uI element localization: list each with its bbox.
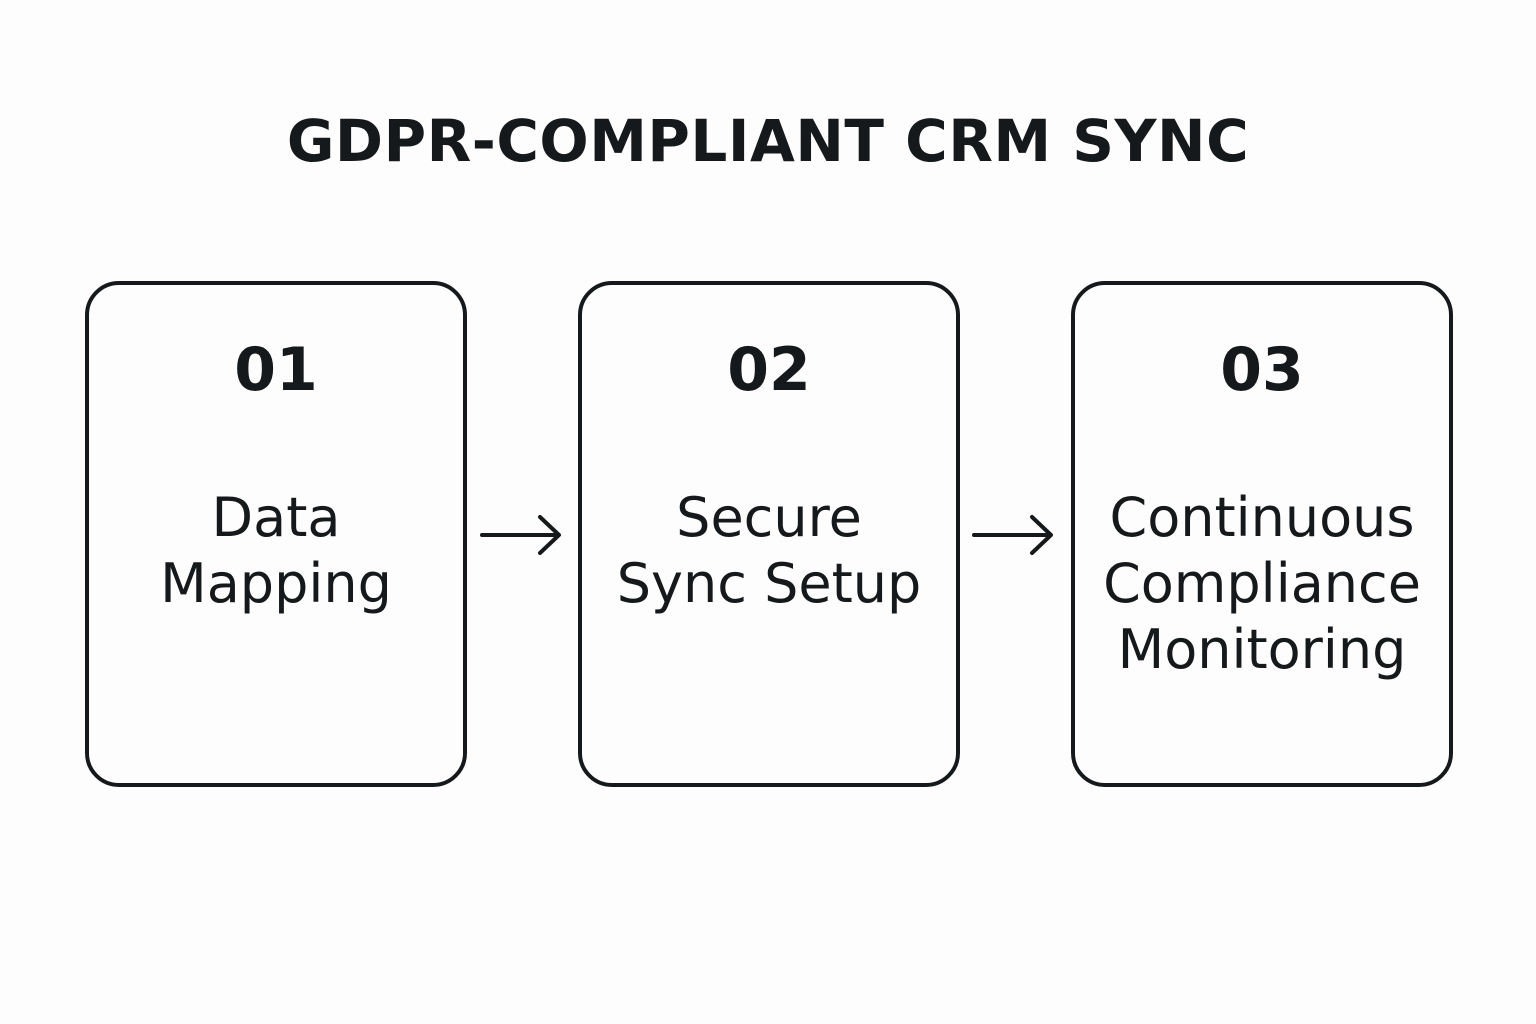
step-label-line: Sync Setup bbox=[616, 552, 922, 615]
step-number: 02 bbox=[727, 335, 811, 405]
step-label: Secure Sync Setup bbox=[582, 485, 956, 617]
step-label-line: Continuous bbox=[1109, 486, 1415, 549]
step-label-line: Compliance bbox=[1103, 552, 1421, 615]
step-card-secure-sync-setup: 02 Secure Sync Setup bbox=[578, 281, 960, 787]
step-label: Continuous Compliance Monitoring bbox=[1075, 485, 1449, 683]
step-label-line: Data bbox=[211, 486, 341, 549]
step-number: 03 bbox=[1220, 335, 1304, 405]
step-label-line: Mapping bbox=[160, 552, 392, 615]
diagram-title: GDPR-COMPLIANT CRM SYNC bbox=[286, 107, 1250, 175]
right-arrow-icon bbox=[972, 515, 1053, 555]
step-label: Data Mapping bbox=[89, 485, 463, 617]
step-number: 01 bbox=[234, 335, 318, 405]
step-card-continuous-compliance-monitoring: 03 Continuous Compliance Monitoring bbox=[1071, 281, 1453, 787]
right-arrow-icon bbox=[480, 515, 561, 555]
step-label-line: Secure bbox=[676, 486, 862, 549]
step-label-line: Monitoring bbox=[1117, 618, 1407, 681]
step-card-data-mapping: 01 Data Mapping bbox=[85, 281, 467, 787]
